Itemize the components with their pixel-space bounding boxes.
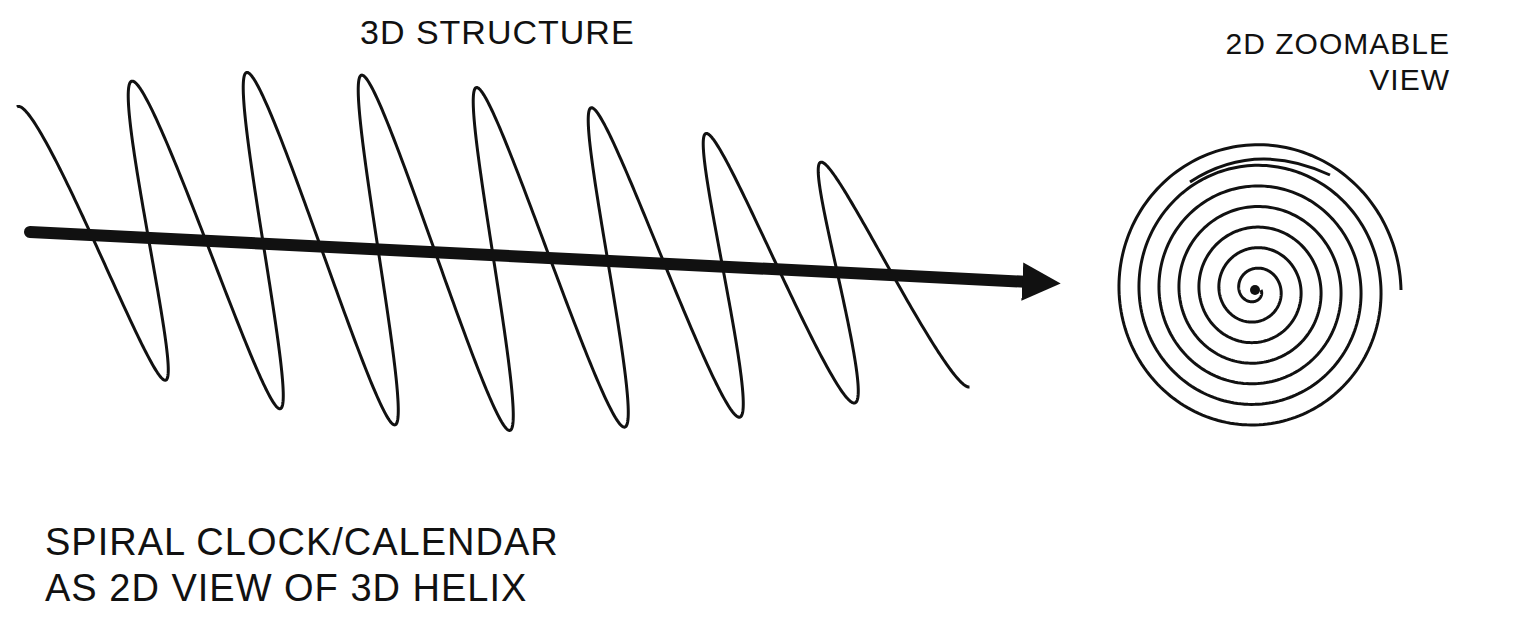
caption: SPIRAL CLOCK/CALENDAR AS 2D VIEW OF 3D H… [45, 520, 605, 611]
spiral-center [1250, 285, 1260, 295]
sketch-label: 3D STRUCTURE [360, 12, 680, 53]
time-axis-arrow [30, 232, 1030, 282]
spiral-outer-arc [1190, 159, 1330, 182]
sketch-label: 2D ZOOMABLE VIEW [1205, 26, 1450, 98]
spiral-curve [1119, 145, 1401, 425]
